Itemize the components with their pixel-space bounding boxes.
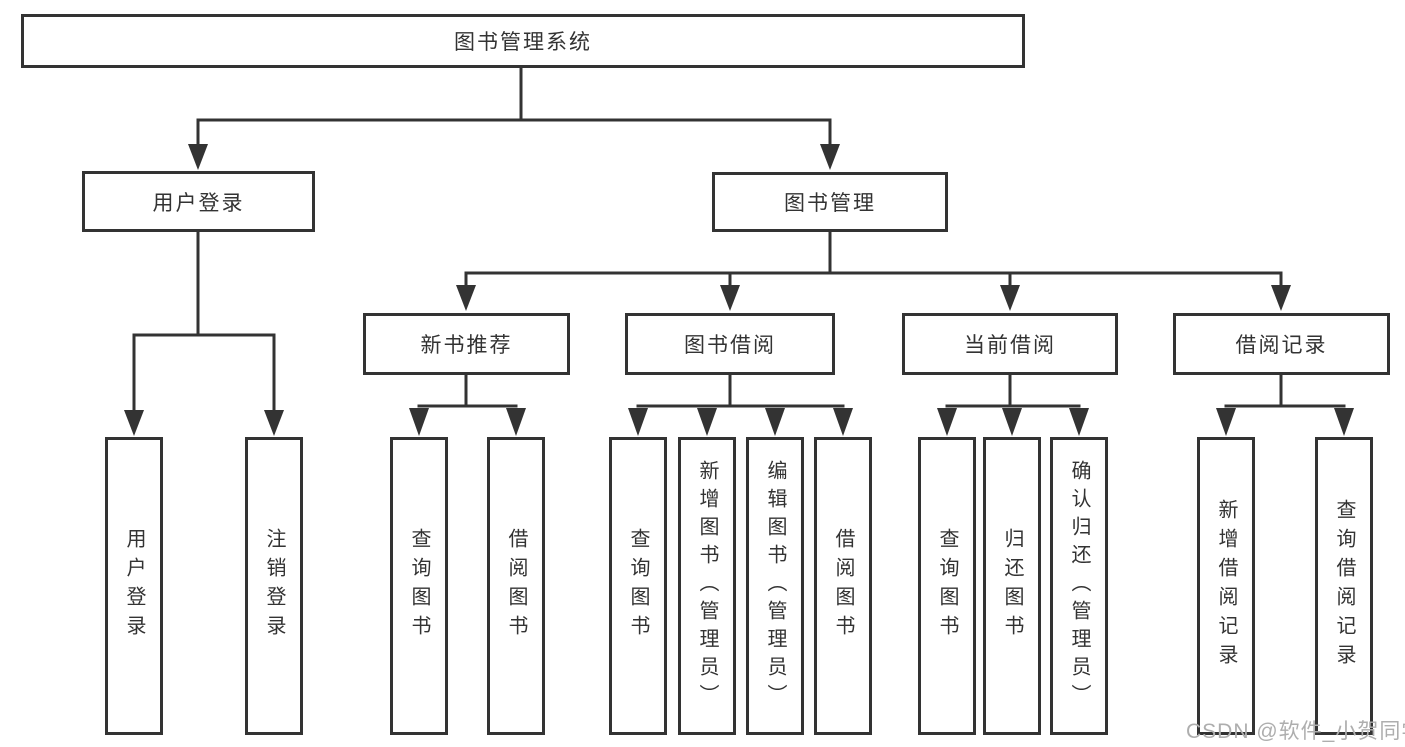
leaf-query-books-2: 查询图书 [609, 437, 667, 735]
leaf-query-books-1: 查询图书 [390, 437, 448, 735]
node-book-management: 图书管理 [712, 172, 948, 232]
leaf-query-borrow-record: 查询借阅记录 [1315, 437, 1373, 735]
node-library-system: 图书管理系统 [21, 14, 1025, 68]
node-borrowing-records: 借阅记录 [1173, 313, 1390, 375]
leaf-borrow-books-2: 借阅图书 [814, 437, 872, 735]
leaf-add-book-admin: 新增图书（管理员） [678, 437, 736, 735]
watermark: CSDN @软件_小贺同学 [1186, 720, 1405, 743]
node-book-borrowing: 图书借阅 [625, 313, 835, 375]
leaf-user-login: 用户登录 [105, 437, 163, 735]
node-new-book-recommend: 新书推荐 [363, 313, 570, 375]
leaf-return-book: 归还图书 [983, 437, 1041, 735]
node-user-login: 用户登录 [82, 171, 315, 232]
leaf-confirm-return-admin: 确认归还（管理员） [1050, 437, 1108, 735]
leaf-borrow-books-1: 借阅图书 [487, 437, 545, 735]
leaf-logout: 注销登录 [245, 437, 303, 735]
leaf-query-books-3: 查询图书 [918, 437, 976, 735]
node-current-borrowing: 当前借阅 [902, 313, 1118, 375]
leaf-add-borrow-record: 新增借阅记录 [1197, 437, 1255, 735]
leaf-edit-book-admin: 编辑图书（管理员） [746, 437, 804, 735]
